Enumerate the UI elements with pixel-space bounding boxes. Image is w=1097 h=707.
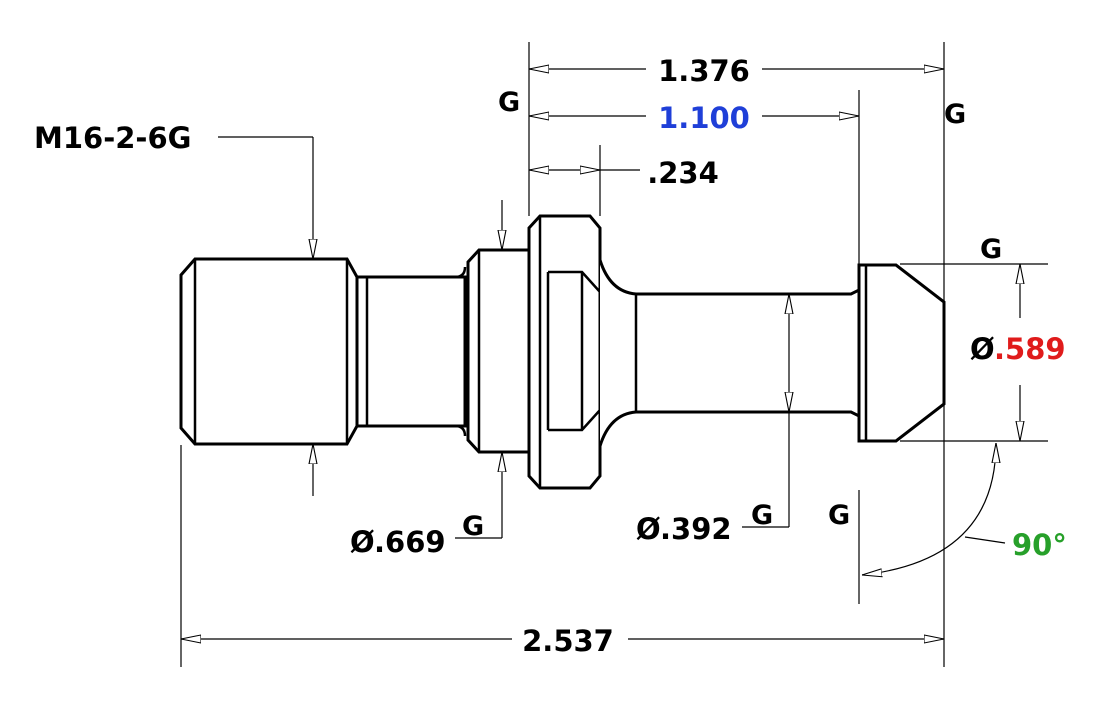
diameter-589-value: .589 [994,332,1066,366]
gauge-mark-bottom: G [828,500,850,531]
dimension-2537-label: 2.537 [522,624,614,658]
diameter-589-label: Ø.589 [970,332,1066,366]
dimension-234-label: .234 [647,156,719,190]
relief-neck [355,275,467,428]
dimension-1376-label: 1.376 [658,54,750,88]
angle-90-label: 90° [1012,528,1067,562]
part-outline [179,214,946,490]
thread-section [179,257,359,446]
diameter-392-leader [742,294,789,528]
gauge-mark-392: G [751,500,773,531]
gauge-mark-knob: G [980,234,1002,265]
pilot-collar [466,248,531,454]
retention-knob [857,263,946,443]
angle-90-dimension [862,443,1006,575]
thread-callout-label: M16-2-6G [34,121,191,155]
relief-neck-fillet [454,266,467,437]
gauge-mark-669: G [462,511,484,542]
thread-leader [218,136,313,496]
dimension-1100-label: 1.100 [658,101,750,135]
gauge-mark-top-left: G [498,87,520,118]
gauge-mark-top-right: G [944,99,966,130]
flange-hex-recess [546,270,601,432]
diameter-392-label: Ø.392 [636,512,732,546]
diameter-669-label: Ø.669 [350,525,446,559]
shank [598,259,861,447]
diameter-669-leader [455,200,502,539]
diameter-589-prefix: Ø [970,332,994,366]
